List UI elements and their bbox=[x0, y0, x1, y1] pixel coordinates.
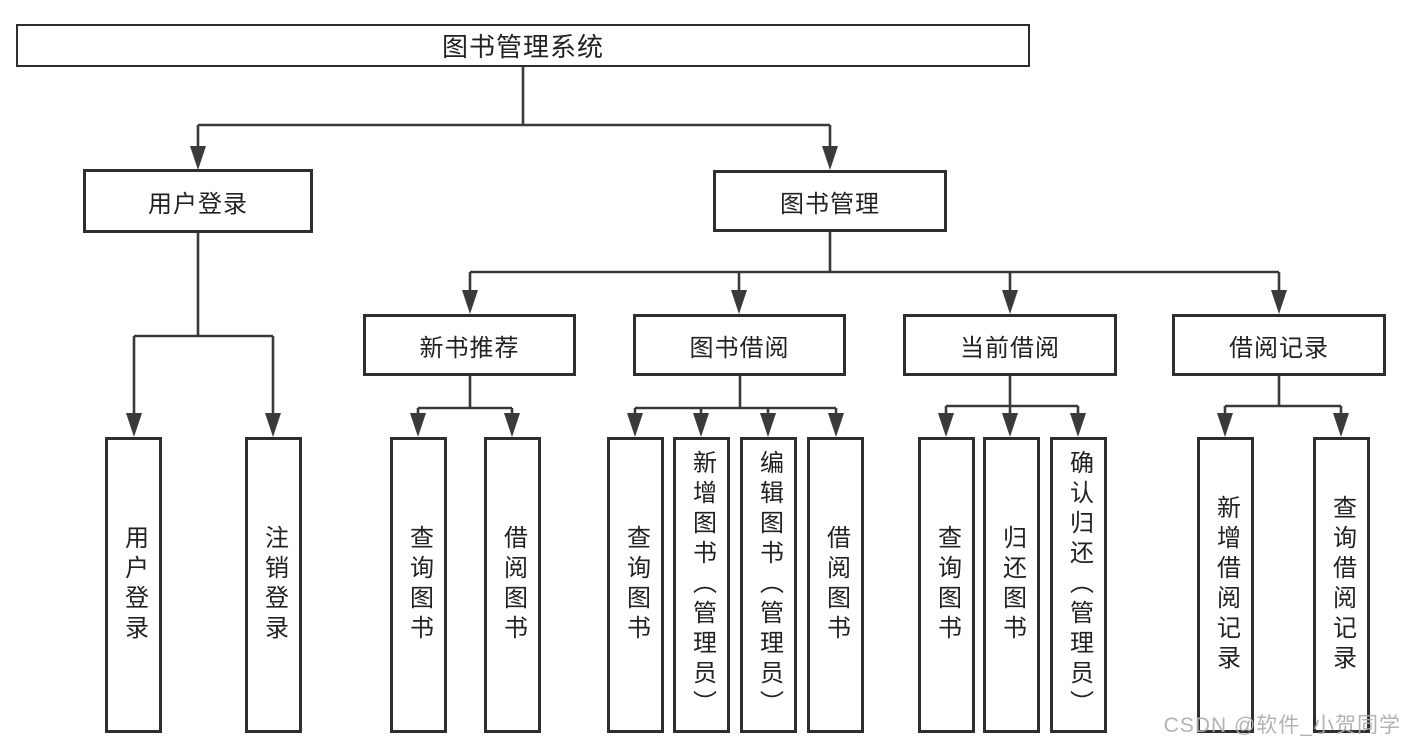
leaf-logout-label: 注销登录 bbox=[260, 525, 288, 645]
leaf-edit-book-label: 编辑图书（管理员） bbox=[755, 450, 783, 720]
arrow-icon bbox=[1002, 290, 1018, 314]
arrow-icon bbox=[1070, 413, 1086, 437]
leaf-add-book-label: 新增图书（管理员） bbox=[688, 450, 716, 720]
leaf-user-login-label: 用户登录 bbox=[120, 525, 148, 645]
leaf-query-books-2-label: 查询图书 bbox=[622, 525, 650, 645]
leaf-confirm-return: 确认归还（管理员） bbox=[1050, 437, 1107, 733]
leaf-logout: 注销登录 bbox=[245, 437, 302, 733]
arrow-icon bbox=[1333, 413, 1349, 437]
node-new-book-rec-label: 新书推荐 bbox=[419, 334, 520, 362]
connector-book-mgmt bbox=[468, 232, 1281, 294]
arrow-icon bbox=[126, 413, 142, 437]
leaf-query-borrow-record: 查询借阅记录 bbox=[1313, 437, 1370, 733]
leaf-borrow-books-2-label: 借阅图书 bbox=[822, 525, 850, 645]
connector-borrow-record bbox=[1223, 376, 1343, 416]
leaf-query-borrow-record-label: 查询借阅记录 bbox=[1328, 495, 1356, 675]
node-book-mgmt: 图书管理 bbox=[713, 170, 947, 232]
node-borrow-record: 借阅记录 bbox=[1172, 314, 1386, 376]
connector-new-book-rec bbox=[416, 376, 514, 416]
arrow-icon bbox=[731, 290, 747, 314]
node-root: 图书管理系统 bbox=[16, 24, 1030, 67]
leaf-borrow-books-1: 借阅图书 bbox=[484, 437, 541, 733]
connector-user-login bbox=[132, 233, 275, 416]
node-book-borrow-label: 图书借阅 bbox=[689, 334, 790, 362]
arrow-icon bbox=[627, 413, 643, 437]
node-user-login-label: 用户登录 bbox=[148, 190, 248, 218]
connector-book-borrow bbox=[633, 376, 838, 416]
arrow-icon bbox=[462, 290, 478, 314]
arrow-icon bbox=[822, 146, 838, 170]
node-root-label: 图书管理系统 bbox=[441, 32, 604, 62]
arrow-icon bbox=[938, 413, 954, 437]
arrow-icon bbox=[1217, 413, 1233, 437]
leaf-query-books-3-label: 查询图书 bbox=[933, 525, 961, 645]
node-user-login: 用户登录 bbox=[83, 169, 313, 233]
leaf-query-books-1: 查询图书 bbox=[390, 437, 447, 733]
leaf-confirm-return-label: 确认归还（管理员） bbox=[1065, 450, 1093, 720]
node-borrow-record-label: 借阅记录 bbox=[1229, 334, 1329, 362]
connector-root bbox=[196, 67, 832, 150]
leaf-borrow-books-2: 借阅图书 bbox=[807, 437, 864, 733]
leaf-add-book: 新增图书（管理员） bbox=[673, 437, 730, 733]
arrow-icon bbox=[828, 413, 844, 437]
watermark: CSDN @软件_小贺同学 bbox=[1163, 714, 1401, 737]
node-book-borrow: 图书借阅 bbox=[633, 314, 846, 376]
arrow-icon bbox=[265, 413, 281, 437]
arrow-icon bbox=[1271, 290, 1287, 314]
leaf-add-borrow-record: 新增借阅记录 bbox=[1197, 437, 1254, 733]
leaf-edit-book: 编辑图书（管理员） bbox=[740, 437, 797, 733]
leaf-borrow-books-1-label: 借阅图书 bbox=[499, 525, 527, 645]
leaf-user-login: 用户登录 bbox=[105, 437, 162, 733]
leaf-return-book-label: 归还图书 bbox=[998, 525, 1026, 645]
arrow-icon bbox=[1002, 413, 1018, 437]
arrow-icon bbox=[760, 413, 776, 437]
leaf-query-books-3: 查询图书 bbox=[918, 437, 975, 733]
arrow-icon bbox=[693, 413, 709, 437]
arrow-icon bbox=[410, 413, 426, 437]
node-current-borrow: 当前借阅 bbox=[903, 314, 1117, 376]
leaf-add-borrow-record-label: 新增借阅记录 bbox=[1212, 495, 1240, 675]
arrow-icon bbox=[190, 146, 206, 170]
arrow-icon bbox=[504, 413, 520, 437]
node-new-book-rec: 新书推荐 bbox=[363, 314, 576, 376]
connector-current-borrow bbox=[944, 376, 1080, 416]
leaf-query-books-1-label: 查询图书 bbox=[405, 525, 433, 645]
node-book-mgmt-label: 图书管理 bbox=[780, 190, 880, 218]
leaf-query-books-2: 查询图书 bbox=[607, 437, 664, 733]
leaf-return-book: 归还图书 bbox=[983, 437, 1040, 733]
node-current-borrow-label: 当前借阅 bbox=[960, 334, 1060, 362]
